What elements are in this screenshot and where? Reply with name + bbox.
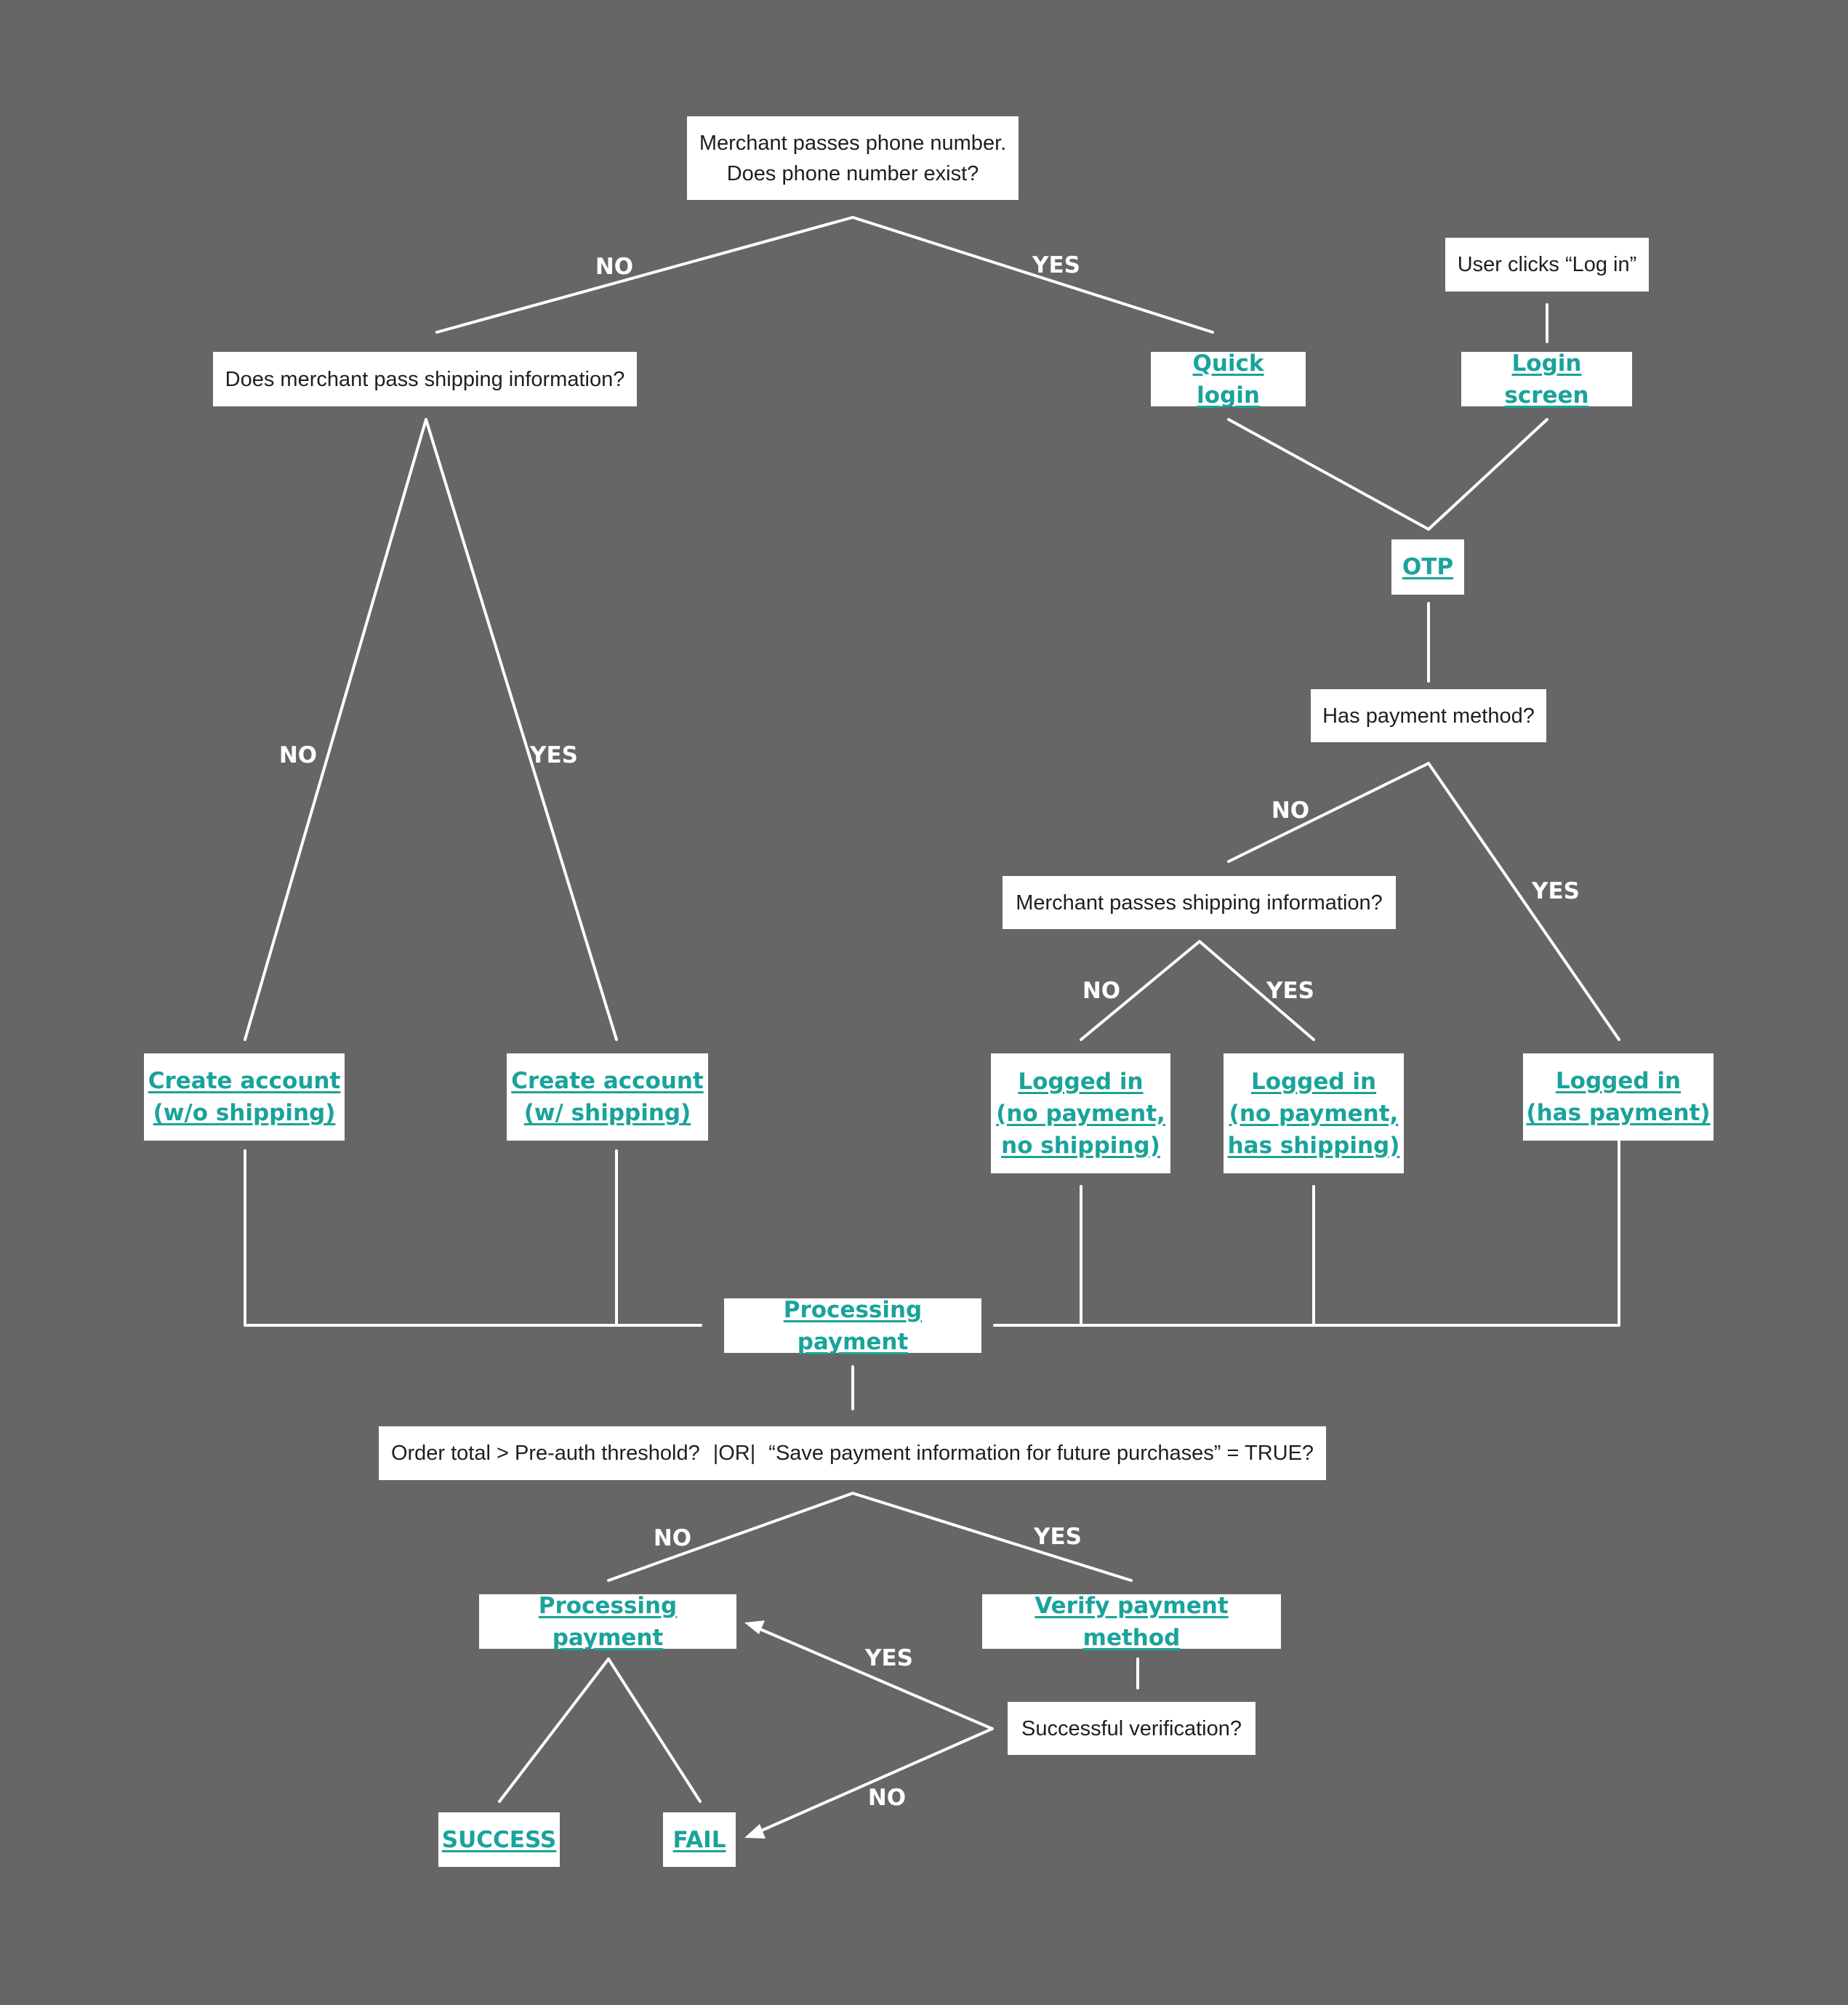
edge-mship-yes <box>1198 940 1315 1041</box>
node-phone-exists: Merchant passes phone number. Does phone… <box>687 116 1019 200</box>
node-user-clicks-login: User clicks “Log in” <box>1445 238 1649 292</box>
label-pay-no: NO <box>1271 797 1310 824</box>
node-pass-shipping: Does merchant pass shipping information? <box>213 352 637 406</box>
node-phone-exists-line2: Does phone number exist? <box>726 161 979 185</box>
label-mship-no: NO <box>1082 978 1121 1004</box>
node-create-no-ship-line1: Create account <box>148 1068 341 1094</box>
label-phone-no: NO <box>595 254 634 280</box>
node-processing-payment-2[interactable]: Processing payment <box>479 1593 736 1651</box>
edge-ship-no <box>244 418 427 1041</box>
edge-quicklogin-otp <box>1227 418 1430 531</box>
node-logged-in-none[interactable]: Logged in (no payment, no shipping) <box>991 1053 1170 1173</box>
label-verify-no: NO <box>867 1785 907 1811</box>
node-logged-ship-line2: (no payment, <box>1229 1100 1399 1127</box>
node-logged-in-payment[interactable]: Logged in (has payment) <box>1523 1053 1714 1141</box>
node-successful-verification: Successful verification? <box>1008 1702 1256 1755</box>
arrowhead-verify-no <box>744 1824 766 1839</box>
node-success[interactable]: SUCCESS <box>438 1812 560 1867</box>
arrowhead-verify-yes <box>744 1620 765 1634</box>
edge-phone-yes <box>851 216 1214 334</box>
edge-merge-right <box>993 1140 1620 1327</box>
node-logged-ship-line1: Logged in <box>1250 1068 1377 1095</box>
edge-ship-yes <box>425 418 618 1041</box>
node-processing-payment[interactable]: Processing payment <box>724 1297 981 1355</box>
node-create-ship-line1: Create account <box>511 1068 704 1094</box>
label-phone-yes: YES <box>1032 252 1080 278</box>
node-order-total-part2: “Save payment information for future pur… <box>768 1442 1314 1465</box>
label-order-no: NO <box>653 1525 692 1551</box>
node-phone-exists-line1: Merchant passes phone number. <box>699 131 1007 155</box>
node-otp[interactable]: OTP <box>1391 539 1464 595</box>
edge-proc-success <box>498 1658 610 1803</box>
node-logged-none-line2: (no payment, <box>996 1100 1165 1127</box>
edge-loginscreen-otp <box>1427 418 1548 531</box>
edge-verify-yes <box>750 1624 994 1730</box>
edge-pay-yes <box>1427 762 1620 1041</box>
edge-mship-no <box>1080 940 1201 1041</box>
edge-order-no <box>607 1492 854 1582</box>
node-logged-pay-line1: Logged in <box>1555 1068 1682 1094</box>
label-ship-no: NO <box>278 742 318 768</box>
node-logged-pay-line2: (has payment) <box>1526 1100 1711 1126</box>
node-has-payment: Has payment method? <box>1311 689 1546 742</box>
edge-merge-left <box>244 1149 702 1327</box>
node-order-total-part1: Order total > Pre-auth threshold? <box>390 1442 700 1465</box>
node-logged-none-line3: no shipping) <box>1001 1132 1160 1159</box>
node-order-total: Order total > Pre-auth threshold? |OR| “… <box>379 1426 1326 1480</box>
edge-pay-no <box>1227 762 1430 863</box>
node-logged-in-shipping[interactable]: Logged in (no payment, has shipping) <box>1224 1053 1404 1173</box>
node-create-ship-line2: (w/ shipping) <box>523 1100 691 1126</box>
edge-proc-fail <box>607 1658 702 1803</box>
label-ship-yes: YES <box>530 742 578 768</box>
label-mship-yes: YES <box>1266 978 1314 1004</box>
node-verify-payment-method[interactable]: Verify payment method <box>982 1593 1281 1651</box>
node-fail[interactable]: FAIL <box>663 1812 736 1867</box>
node-login-screen[interactable]: Login screen <box>1461 350 1632 409</box>
node-merchant-shipping: Merchant passes shipping information? <box>1003 876 1396 929</box>
node-create-no-ship-line2: (w/o shipping) <box>153 1100 336 1126</box>
label-order-yes: YES <box>1034 1524 1082 1550</box>
node-create-account-no-shipping[interactable]: Create account (w/o shipping) <box>144 1053 345 1141</box>
label-verify-yes: YES <box>865 1645 913 1671</box>
node-order-total-or: |OR| <box>712 1442 756 1465</box>
edge-phone-no <box>435 216 854 334</box>
edge-order-yes <box>851 1492 1133 1582</box>
node-create-account-shipping[interactable]: Create account (w/ shipping) <box>507 1053 708 1141</box>
node-logged-none-line1: Logged in <box>1018 1068 1144 1095</box>
node-quick-login[interactable]: Quick login <box>1151 350 1306 409</box>
edge-verify-no <box>750 1727 994 1836</box>
node-logged-ship-line3: has shipping) <box>1227 1132 1400 1159</box>
label-pay-yes: YES <box>1532 878 1580 904</box>
